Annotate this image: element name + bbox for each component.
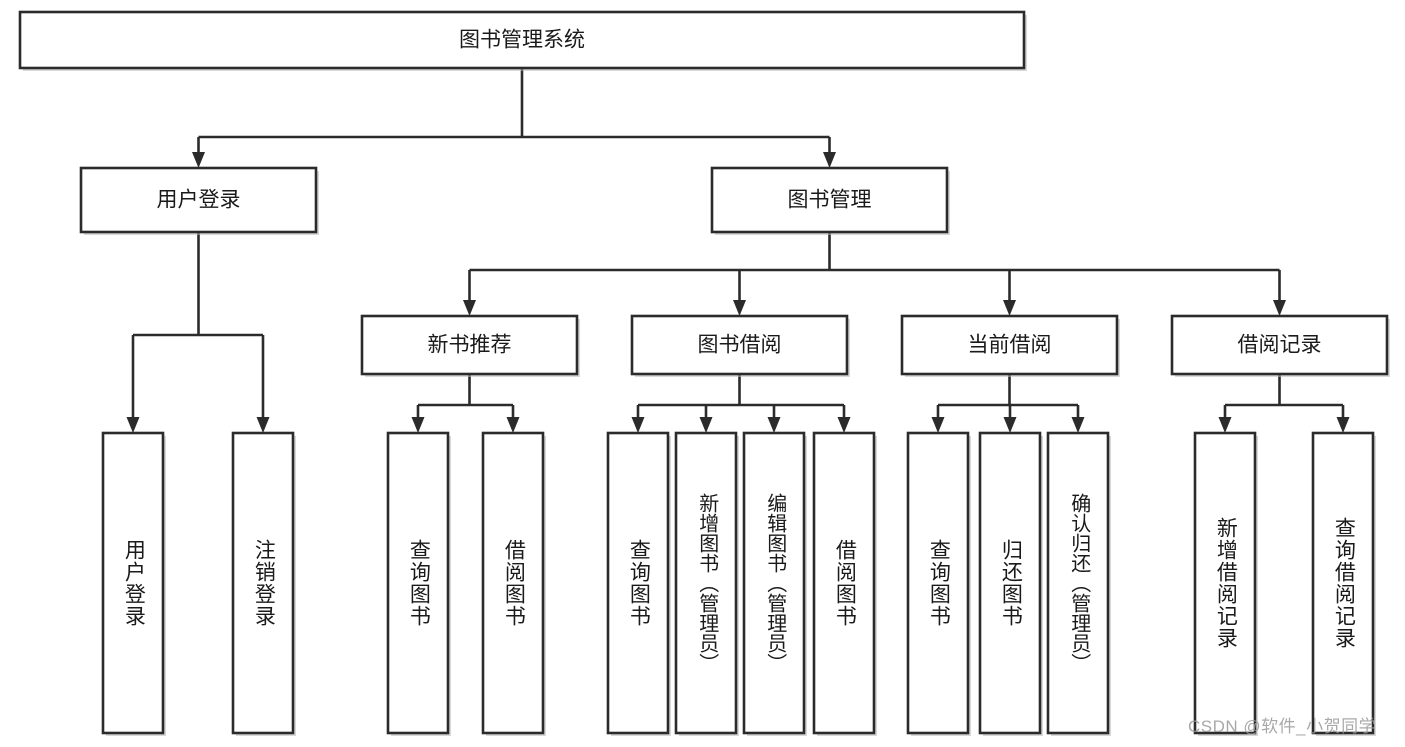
node-rect [1193, 431, 1257, 735]
node-label: 借阅记录 [1238, 334, 1322, 357]
arrow-head-icon [1336, 417, 1350, 433]
node-label: 当前借阅 [968, 334, 1052, 357]
node-rect [360, 314, 579, 376]
arrow-head-icon [699, 417, 713, 433]
edge-group-l2_0 [411, 374, 520, 433]
node-rect [101, 431, 165, 735]
node-label: 图书管理系统 [459, 29, 585, 52]
node-leaf_9[interactable] [978, 431, 1043, 736]
node-rect [710, 166, 949, 234]
node-l1_1[interactable]: 图书管理 [710, 166, 950, 235]
node-leaf_11[interactable] [1193, 431, 1258, 736]
node-rect [900, 314, 1119, 376]
arrow-head-icon [837, 417, 851, 433]
arrow-head-icon [1071, 417, 1085, 433]
node-rect [978, 431, 1042, 735]
edge-group-l1_1 [463, 232, 1286, 316]
node-rect [674, 431, 738, 735]
node-l2_1[interactable]: 图书借阅 [630, 314, 850, 377]
edge-group-l2_3 [1218, 374, 1350, 433]
node-label: 新书推荐 [428, 334, 512, 357]
node-leaf_4[interactable] [606, 431, 671, 736]
node-rect [1311, 431, 1375, 735]
node-label: 用户登录 [157, 189, 241, 212]
arrow-head-icon [256, 417, 270, 433]
arrow-head-icon [411, 417, 425, 433]
node-rect [1170, 314, 1389, 376]
edge-group-l2_1 [631, 374, 851, 433]
node-leaf_8[interactable] [906, 431, 971, 736]
watermark-text: CSDN @软件_小贺同学 [1188, 717, 1377, 736]
edge-group-l1_0 [126, 232, 270, 433]
arrow-head-icon [733, 300, 746, 316]
node-label: 图书管理 [788, 189, 872, 212]
arrow-head-icon [463, 300, 476, 316]
node-l2_0[interactable]: 新书推荐 [360, 314, 580, 377]
arrow-head-icon [931, 417, 945, 433]
node-leaf_3[interactable] [481, 431, 546, 736]
node-rect [1046, 431, 1110, 735]
node-l2_3[interactable]: 借阅记录 [1170, 314, 1390, 377]
node-rect [79, 166, 318, 234]
connector-group [126, 68, 1350, 433]
node-leaf_12[interactable] [1311, 431, 1376, 736]
node-rect [386, 431, 450, 735]
node-rect [606, 431, 670, 735]
arrow-head-icon [1218, 417, 1232, 433]
node-leaf_5[interactable] [674, 431, 739, 736]
arrow-head-icon [1003, 300, 1016, 316]
node-l1_0[interactable]: 用户登录 [79, 166, 319, 235]
arrow-head-icon [192, 152, 205, 168]
node-leaf_7[interactable] [812, 431, 877, 736]
node-rect [630, 314, 849, 376]
node-root[interactable]: 图书管理系统 [18, 10, 1027, 71]
arrow-head-icon [631, 417, 645, 433]
arrow-head-icon [823, 152, 836, 168]
edge-group-l2_2 [931, 374, 1085, 433]
arrow-head-icon [767, 417, 781, 433]
node-l2_2[interactable]: 当前借阅 [900, 314, 1120, 377]
arrow-head-icon [126, 417, 140, 433]
node-label: 图书借阅 [698, 334, 782, 357]
edge-group-root [192, 68, 836, 168]
node-leaf_6[interactable] [742, 431, 807, 736]
node-rect [18, 10, 1026, 70]
arrow-head-icon [506, 417, 520, 433]
node-leaf_10[interactable] [1046, 431, 1111, 736]
node-leaf_2[interactable] [386, 431, 451, 736]
node-rect [906, 431, 970, 735]
node-leaf_1[interactable] [231, 431, 296, 736]
node-rect [742, 431, 806, 735]
node-rect [231, 431, 295, 735]
node-rect [812, 431, 876, 735]
arrow-head-icon [1003, 417, 1017, 433]
node-leaf_0[interactable] [101, 431, 166, 736]
node-rect [481, 431, 545, 735]
arrow-head-icon [1273, 300, 1286, 316]
